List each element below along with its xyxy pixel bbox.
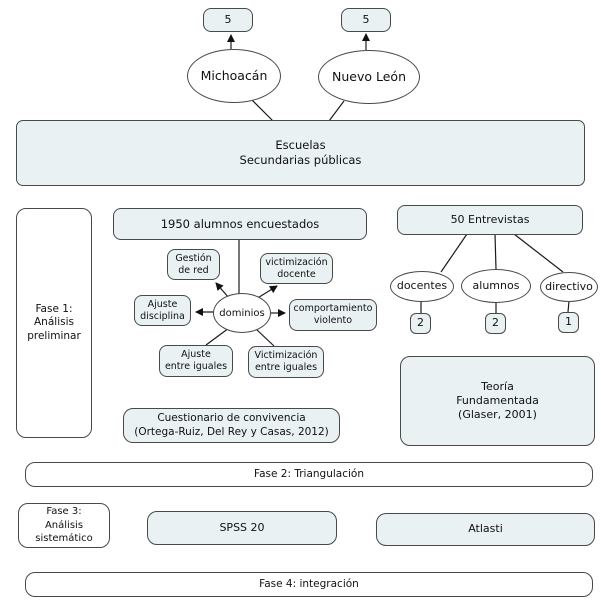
count-directivo: 1 xyxy=(558,312,579,333)
domain-gestion-red: Gestión de red xyxy=(167,249,220,280)
banner-escuelas: Escuelas Secundarias públicas xyxy=(16,120,585,186)
count-box-nuevoleon: 5 xyxy=(341,8,391,32)
phase3-box: Fase 3: Análisis sistemático xyxy=(18,503,110,548)
tool-spss: SPSS 20 xyxy=(147,511,337,545)
domain-victimizacion-entre-iguales: Victimización entre iguales xyxy=(248,346,324,378)
domain-victimizacion-docente: victimización docente xyxy=(260,253,333,284)
domain-ajuste-entre-iguales: Ajuste entre iguales xyxy=(159,345,233,377)
ellipse-nuevoleon: Nuevo León xyxy=(318,50,420,104)
domain-ajuste-disciplina: Ajuste disciplina xyxy=(134,295,191,326)
phase1-box: Fase 1: Análisis preliminar xyxy=(16,208,92,438)
domain-comportamiento-violento: comportamiento violento xyxy=(289,299,377,331)
count-alumnos: 2 xyxy=(485,313,506,334)
instrument-box: Cuestionario de convivencia (Ortega-Ruiz… xyxy=(123,408,340,443)
ellipse-michoacan: Michoacán xyxy=(187,49,281,103)
phase4-box: Fase 4: integración xyxy=(25,572,593,597)
phase2-box: Fase 2: Triangulación xyxy=(25,462,593,487)
theory-box: Teoría Fundamentada (Glaser, 2001) xyxy=(400,356,595,446)
count-docentes: 2 xyxy=(410,313,431,334)
ellipse-dominios: dominios xyxy=(213,293,271,333)
ellipse-docentes: docentes xyxy=(390,271,454,302)
interviews-box: 50 Entrevistas xyxy=(397,205,583,235)
ellipse-alumnos: alumnos xyxy=(461,269,531,303)
count-box-michoacan: 5 xyxy=(203,8,253,32)
survey-count-box: 1950 alumnos encuestados xyxy=(113,208,367,240)
ellipse-directivo: directivo xyxy=(540,272,598,302)
tool-atlasti: Atlasti xyxy=(376,513,595,546)
